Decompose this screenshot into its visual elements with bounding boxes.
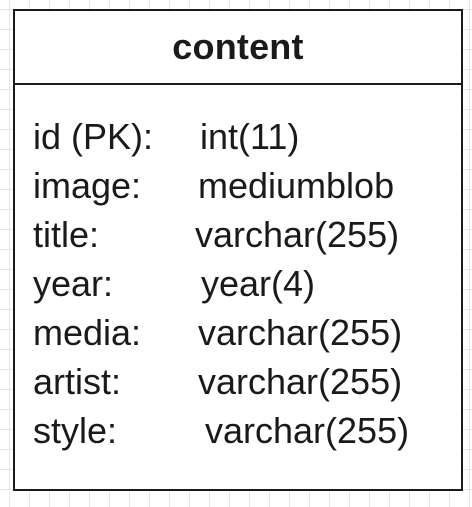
entity-content[interactable]: content id (PK): int(11) image: mediumbl…	[13, 9, 463, 491]
field-row-media: media: varchar(255)	[15, 313, 461, 362]
field-name: image:	[33, 165, 142, 206]
field-name: style:	[33, 410, 118, 451]
field-type: varchar(255)	[198, 361, 403, 402]
field-type: varchar(255)	[198, 312, 403, 353]
field-type: year(4)	[201, 263, 316, 304]
entity-header: content	[15, 11, 461, 85]
field-list: id (PK): int(11) image: mediumblob title…	[15, 117, 461, 460]
field-name: artist:	[33, 361, 122, 402]
field-row-id: id (PK): int(11)	[15, 117, 461, 166]
field-row-title: title: varchar(255)	[15, 215, 461, 264]
field-name: title:	[33, 214, 100, 255]
entity-name: content	[172, 26, 304, 67]
field-row-year: year: year(4)	[15, 264, 461, 313]
field-type: mediumblob	[198, 165, 395, 206]
field-type: int(11)	[200, 116, 300, 157]
field-row-artist: artist: varchar(255)	[15, 362, 461, 411]
field-row-image: image: mediumblob	[15, 166, 461, 215]
field-type: varchar(255)	[195, 214, 400, 255]
field-name: media:	[33, 312, 142, 353]
field-name: id (PK):	[33, 116, 154, 157]
field-row-style: style: varchar(255)	[15, 411, 461, 460]
field-name: year:	[33, 263, 114, 304]
field-type: varchar(255)	[205, 410, 410, 451]
